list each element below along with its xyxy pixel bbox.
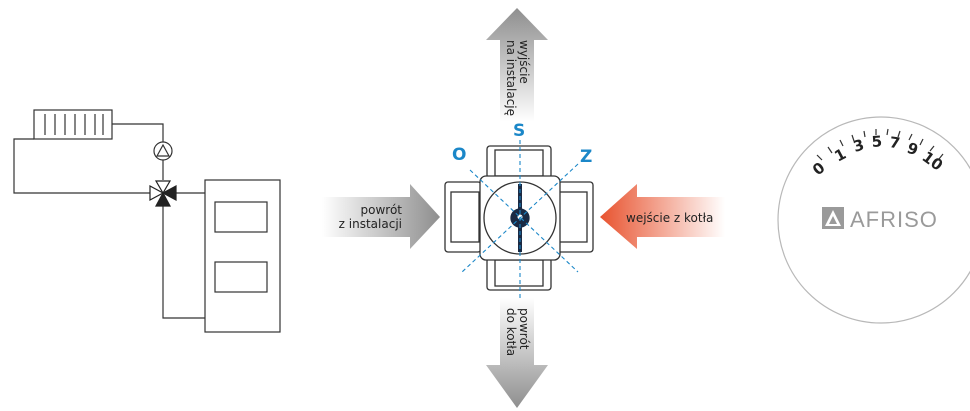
dial-face [777,116,970,324]
boiler-inlet-arrow [600,184,725,249]
label-bottom: powrót do kotła [504,308,531,356]
label-bottom-line1: powrót [517,308,531,350]
mixing-valve-icon [149,180,177,207]
dial-number-3: 3 [851,136,866,156]
heating-schematic [13,109,281,333]
installation-return-arrow [322,184,440,249]
brand-name: AFRISO [850,207,938,232]
label-left-line2: z instalacji [339,217,402,231]
radiator-fins [44,114,104,135]
four-way-valve [444,145,594,291]
outlet-arrow-up [486,8,548,122]
boiler [204,179,281,333]
dial-ticks [816,128,944,161]
direction-z: Z [580,147,592,167]
flow-arrows [322,8,725,408]
afriso-dial: 0 1 3 5 7 9 10 AFRISO [777,116,970,324]
label-top-line1: wyjście [517,40,531,84]
supply-pipe [112,123,164,142]
boiler-return-pipe [162,205,205,319]
direction-o: O [452,145,466,165]
valve-axes [461,140,579,300]
label-top-line2: na instalację [504,40,518,116]
dial-number-5: 5 [871,132,883,151]
radiator [33,109,113,140]
label-bottom-line2: do kotła [504,308,518,356]
dial-number-7: 7 [888,133,901,152]
direction-s: S [513,121,525,141]
label-left-line1: powrót [361,203,403,217]
return-pipe [13,138,150,194]
label-right: wejście z kotła [626,211,713,225]
boiler-panel-bottom [214,261,268,293]
afriso-logo-icon [822,207,844,229]
label-top: wyjście na instalację [504,40,531,116]
boiler-panel-top [214,201,268,233]
boiler-return-arrow-down [486,298,548,408]
